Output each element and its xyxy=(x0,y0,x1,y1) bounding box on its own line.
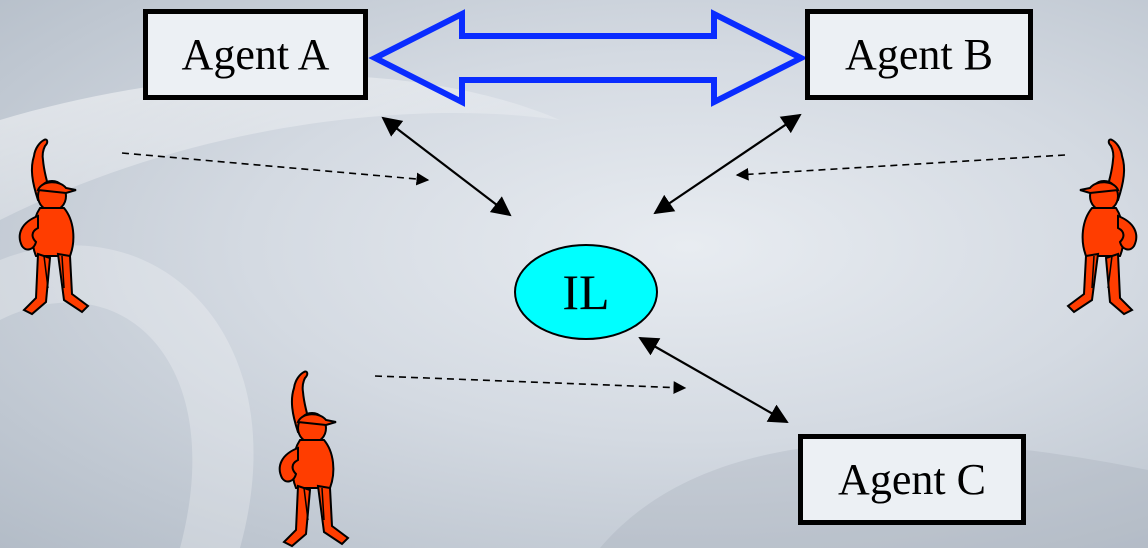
cartoon-person-icon xyxy=(1067,138,1138,315)
agent-a-label: Agent A xyxy=(181,30,330,79)
il-label: IL xyxy=(562,264,610,320)
dashed-line-left xyxy=(121,152,430,186)
agent-a-box: Agent A xyxy=(143,9,368,100)
dashed-line-right xyxy=(735,154,1066,181)
double-arrow-icon xyxy=(368,9,808,107)
arrow-b-il xyxy=(653,113,802,215)
cartoon-person-icon xyxy=(18,138,90,315)
agent-b-label: Agent B xyxy=(845,30,993,79)
arrow-a-il xyxy=(381,116,512,217)
agent-b-box: Agent B xyxy=(805,9,1033,100)
agent-c-box: Agent C xyxy=(798,434,1026,525)
cartoon-person-icon xyxy=(278,370,349,547)
arrow-il-c xyxy=(638,337,789,423)
il-node: IL xyxy=(514,244,658,340)
dashed-line-bottom xyxy=(374,375,687,394)
agent-c-label: Agent C xyxy=(838,455,986,504)
